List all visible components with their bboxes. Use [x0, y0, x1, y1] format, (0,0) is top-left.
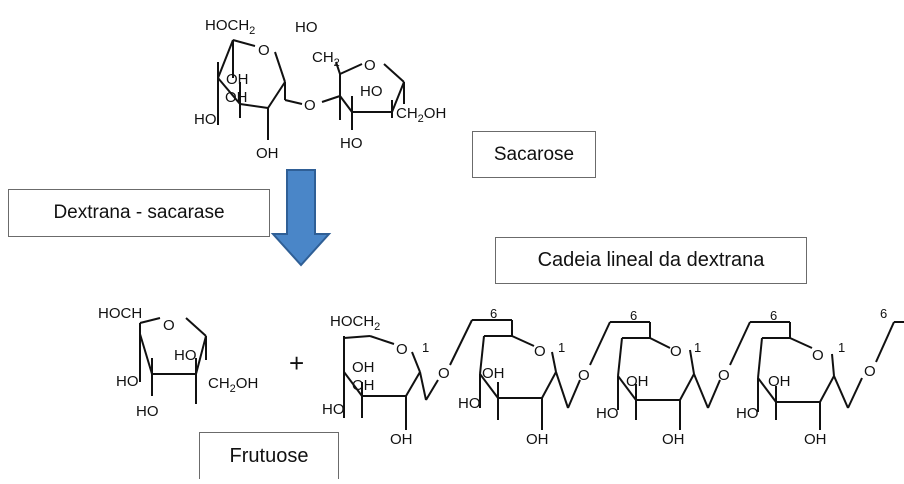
- fructose-ch2oh-b: CH2OH: [208, 375, 258, 395]
- chain-pos-6-d: 6: [880, 306, 887, 321]
- fructose-ho-left: HO: [116, 373, 139, 390]
- dextran-chain: [343, 319, 904, 430]
- glucose-ho: HO: [194, 111, 217, 128]
- down-arrow-icon: [270, 169, 332, 267]
- sucrose-molecule: [217, 39, 405, 140]
- sucrose-label-box: Sacarose: [472, 131, 596, 178]
- chain-oh-4c: OH: [804, 431, 827, 448]
- chain-pos-1-c: 1: [694, 340, 701, 355]
- chain-pos-6-c: 6: [770, 308, 777, 323]
- enzyme-label: Dextrana - sacarase: [53, 202, 225, 223]
- glucose-oh-1: OH: [226, 71, 249, 88]
- chain-pos-1-d: 1: [838, 340, 845, 355]
- chain-hoch2: HOCH2: [330, 313, 380, 333]
- dextran-chain-labels: HOCH2 O 1 OH OH HO OH O 6 O 1 OH HO OH O…: [322, 306, 887, 448]
- fructose-ring-o: O: [364, 57, 376, 74]
- chain-label-box: Cadeia lineal da dextrana: [495, 237, 807, 284]
- chain-ho-2: HO: [458, 395, 481, 412]
- chain-oh-1b: OH: [352, 377, 375, 394]
- chain-link-o-1: O: [438, 365, 450, 382]
- chain-oh-3a: OH: [626, 373, 649, 390]
- fructose-labels: HOCH O HO HO CH2OH HO: [98, 305, 258, 420]
- chain-ring-o-3: O: [670, 343, 682, 360]
- fructose-molecule: [139, 317, 207, 404]
- chain-oh-1c: OH: [390, 431, 413, 448]
- plus-sign: +: [289, 348, 304, 378]
- fructose-ho-bottom: HO: [340, 135, 363, 152]
- chain-ho-1: HO: [322, 401, 345, 418]
- chain-oh-3-trunc: OH: [662, 431, 685, 448]
- fructose-ho-top: HO: [295, 19, 318, 36]
- fructose-ch2-label: CH2: [312, 49, 340, 69]
- fructose-ch2oh-label: CH2OH: [396, 105, 446, 125]
- chain-pos-6-b: 6: [630, 308, 637, 323]
- fructose-ho: HO: [360, 83, 383, 100]
- chain-pos-1-b: 1: [558, 340, 565, 355]
- chain-ring-o-4: O: [812, 347, 824, 364]
- chain-pos-6-a: 6: [490, 306, 497, 321]
- chain-oh-4a: OH: [768, 373, 791, 390]
- chain-ho-3: HO: [596, 405, 619, 422]
- chain-link-o-4: O: [864, 363, 876, 380]
- glucose-oh-bottom: OH: [256, 145, 279, 162]
- chain-oh-2c: OH: [526, 431, 549, 448]
- chain-ring-o-1: O: [396, 341, 408, 358]
- fructose-label: Frutuose: [229, 444, 309, 467]
- chain-oh-1a: OH: [352, 359, 375, 376]
- fructose-ho-b: HO: [174, 347, 197, 364]
- chain-ring-o-2: O: [534, 343, 546, 360]
- sucrose-labels: HOCH2 HO O OH OH HO OH O CH2 O HO CH2OH …: [194, 17, 446, 162]
- glucose-ring-o: O: [258, 42, 270, 59]
- glucose-ch2oh-label: HOCH2: [205, 17, 255, 37]
- glucose-oh-2: OH: [225, 89, 248, 106]
- chain-label: Cadeia lineal da dextrana: [537, 249, 765, 271]
- chain-pos-1-a: 1: [422, 340, 429, 355]
- chain-link-o-3: O: [718, 367, 730, 384]
- enzyme-label-box: Dextrana - sacarase: [8, 189, 270, 237]
- fructose-ho-bottom-b: HO: [136, 403, 159, 420]
- sucrose-label: Sacarose: [493, 143, 575, 165]
- glycosidic-o: O: [304, 97, 316, 114]
- chain-link-o-2: O: [578, 367, 590, 384]
- chain-oh-2a: OH: [482, 365, 505, 382]
- fructose-hoch: HOCH: [98, 305, 142, 322]
- chain-ho-4: HO: [736, 405, 759, 422]
- fructose-label-box: Frutuose: [199, 432, 339, 479]
- fructose-ring-o-b: O: [163, 317, 175, 334]
